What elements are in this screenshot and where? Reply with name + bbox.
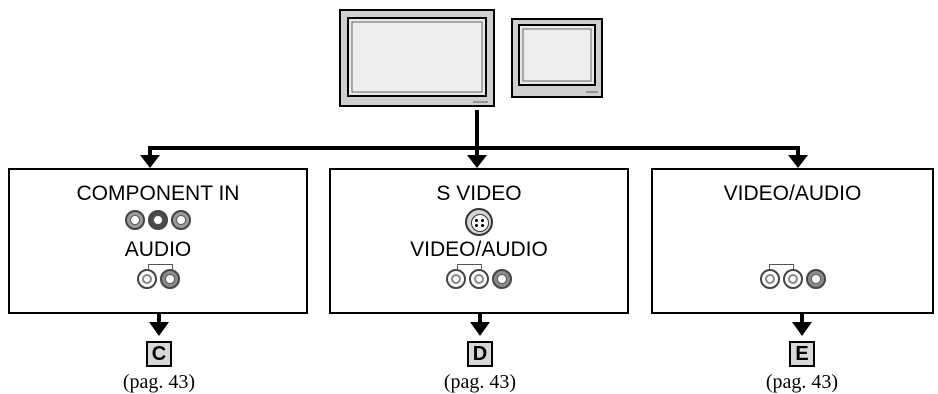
svideo-connector-box: S VIDEO VIDEO/AUDIO <box>329 168 629 314</box>
video-audio-jack-bracket <box>457 264 482 269</box>
page-reference-e: (pag. 43) <box>765 371 839 393</box>
component-in-label: COMPONENT IN <box>76 182 240 205</box>
rca-jack-icon <box>492 269 512 289</box>
down-arrow-icon <box>470 322 490 336</box>
audio-jack-bracket <box>148 264 173 269</box>
video-audio-label: VIDEO/AUDIO <box>410 238 548 261</box>
letter-d-marker: D <box>467 341 493 367</box>
s-video-jack-row <box>331 208 627 236</box>
rca-jack-icon <box>136 269 157 289</box>
wide-tv-icon <box>339 9 495 107</box>
video-audio-jacks <box>653 269 932 289</box>
down-arrow-icon <box>149 322 169 336</box>
page-reference-c: (pag. 43) <box>122 371 196 393</box>
letter-c-marker: C <box>146 341 172 367</box>
standard-tv-icon <box>511 18 603 98</box>
video-audio-title: VIDEO/AUDIO <box>723 182 862 205</box>
rca-jack-icon <box>759 269 780 289</box>
down-arrow-icon <box>792 322 812 336</box>
component-jacks <box>10 210 306 230</box>
rca-jack-icon <box>469 269 489 289</box>
component-connector-box: COMPONENT IN AUDIO <box>8 168 308 314</box>
rca-jack-icon <box>171 210 191 230</box>
rca-jack-icon <box>805 269 826 289</box>
page-reference-d: (pag. 43) <box>443 371 517 393</box>
s-video-label: S VIDEO <box>436 182 522 205</box>
video-audio-connector-box: VIDEO/AUDIO <box>651 168 934 314</box>
rca-jack-icon <box>446 269 466 289</box>
rca-jack-icon <box>782 269 803 289</box>
audio-jacks <box>10 269 306 289</box>
audio-label: AUDIO <box>124 238 192 261</box>
video-audio-jacks <box>331 269 627 289</box>
down-arrow-icon <box>788 155 808 168</box>
s-video-jack-icon <box>465 208 493 236</box>
down-arrow-icon <box>140 155 160 168</box>
video-audio-jack-bracket <box>769 264 794 269</box>
rca-jack-icon <box>148 210 168 230</box>
rca-jack-icon <box>159 269 180 289</box>
letter-e-marker: E <box>789 341 815 367</box>
down-arrow-icon <box>467 155 487 168</box>
rca-jack-icon <box>125 210 145 230</box>
